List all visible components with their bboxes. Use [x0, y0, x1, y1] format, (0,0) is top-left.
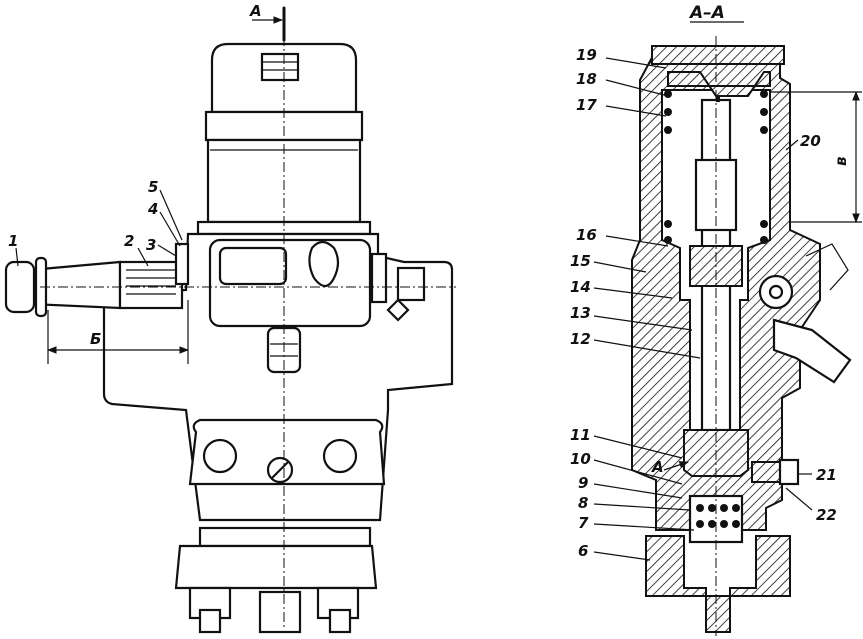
callout-8: 8 [578, 494, 588, 512]
callout-1: 1 [8, 232, 18, 250]
upper-spring [664, 90, 768, 244]
section-view [631, 21, 862, 636]
callout-20: 20 [800, 132, 821, 150]
callout-19: 19 [576, 46, 597, 64]
dimension-label-v: в [832, 157, 850, 167]
callout-16: 16 [576, 226, 597, 244]
callout-21: 21 [816, 466, 837, 484]
bottom-fitting [645, 535, 791, 633]
callout-6: 6 [578, 542, 588, 560]
callout-13: 13 [570, 304, 591, 322]
external-view [4, 6, 456, 634]
leader-lines [15, 57, 813, 561]
dimension-label-b: Б [90, 330, 101, 348]
callout-9: 9 [578, 474, 588, 492]
callout-14: 14 [570, 278, 591, 296]
callout-15: 15 [570, 252, 591, 270]
flow-mark: A [651, 458, 664, 476]
cap-lug [260, 52, 300, 82]
callout-7: 7 [578, 514, 589, 532]
callout-5: 5 [148, 178, 158, 196]
section-title: A–A [688, 3, 725, 23]
inlet-nut [4, 260, 36, 314]
callout-4: 4 [147, 200, 158, 218]
callout-10: 10 [570, 450, 591, 468]
callout-3: 3 [146, 236, 156, 254]
callout-18: 18 [576, 70, 597, 88]
callout-17: 17 [576, 96, 597, 114]
section-mark: A [249, 2, 262, 20]
callout-2: 2 [124, 232, 134, 250]
lock-screw [308, 240, 340, 288]
callout-22: 22 [816, 506, 837, 524]
callout-12: 12 [570, 330, 591, 348]
callout-11: 11 [570, 426, 591, 444]
valve-spring [696, 504, 740, 528]
